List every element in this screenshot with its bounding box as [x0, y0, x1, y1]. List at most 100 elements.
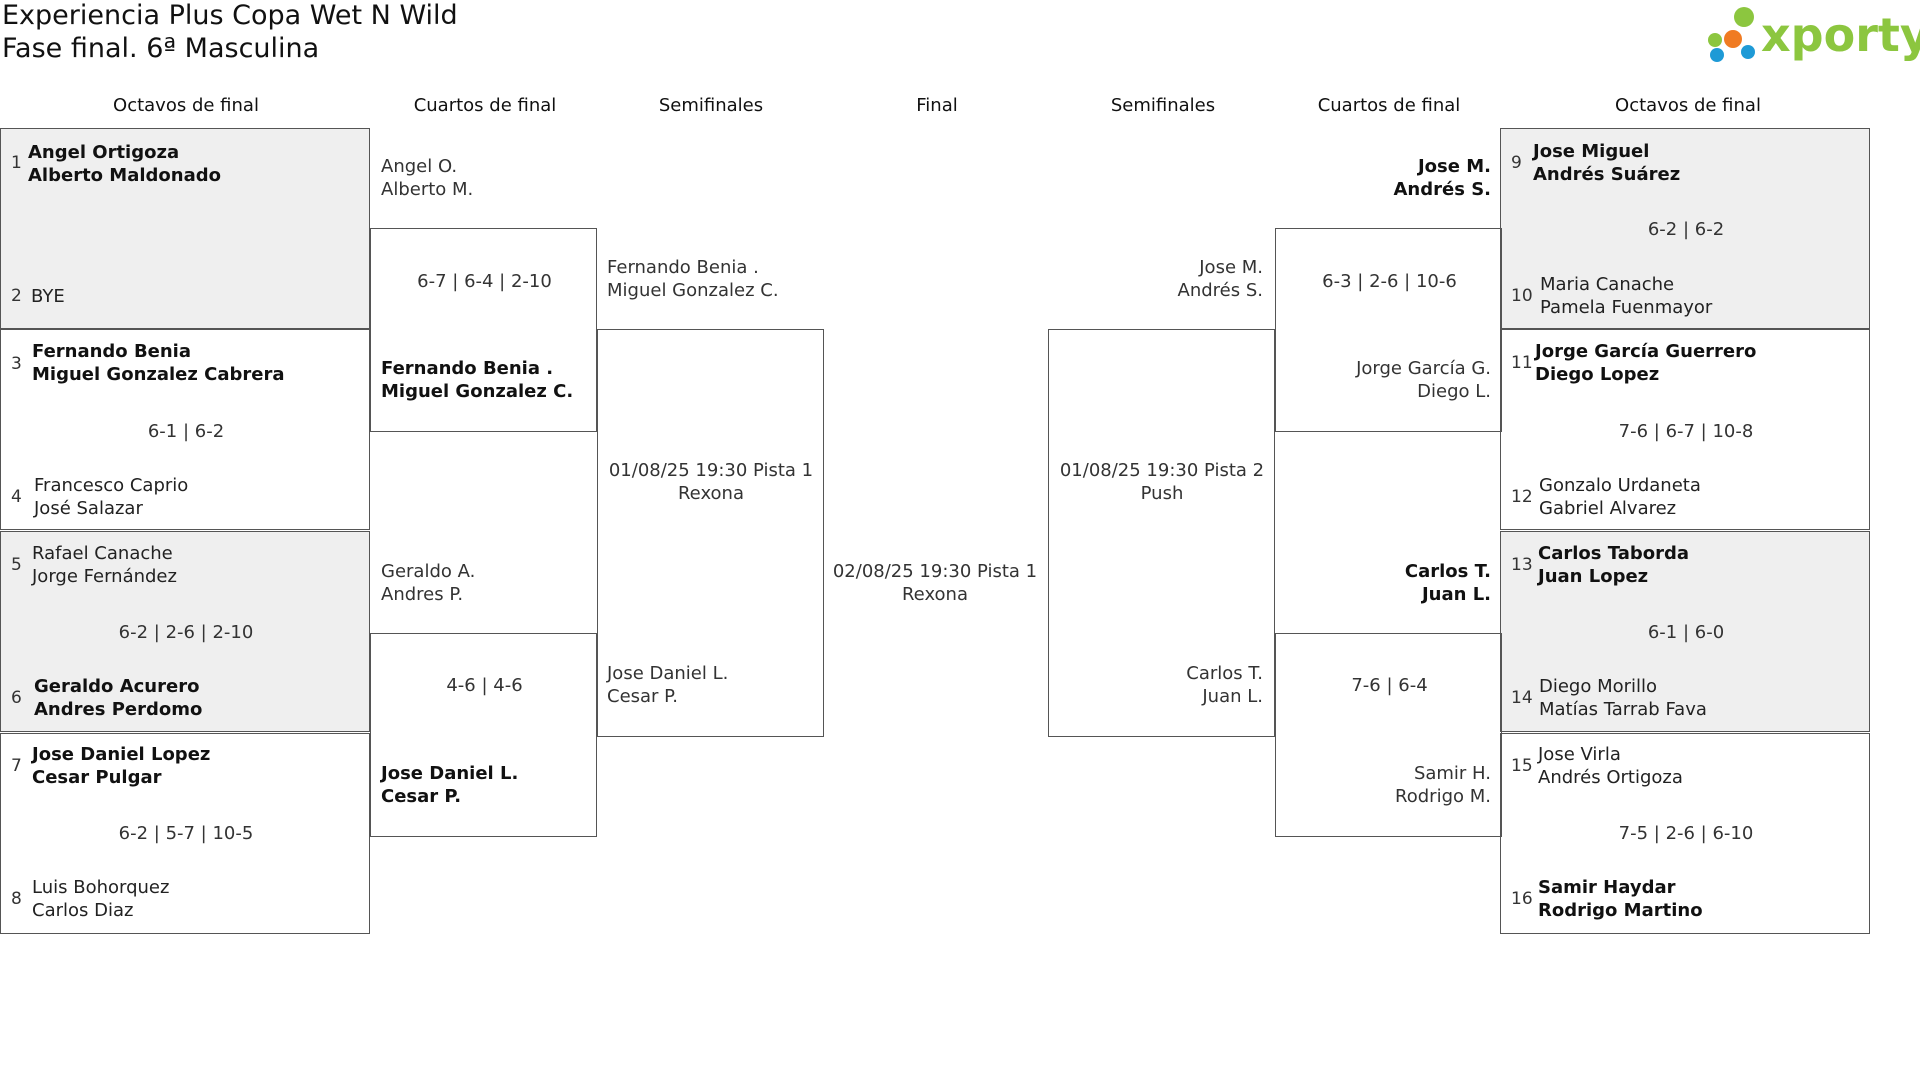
seed-number: 11 — [1511, 353, 1533, 373]
match-card-right-r16-4[interactable]: 15 Jose Virla Andrés Ortigoza 7-5 | 2-6 … — [1500, 733, 1870, 934]
right-sf-team-b: Carlos T. Juan L. — [1100, 662, 1263, 708]
player-name: Diego L. — [1417, 381, 1491, 402]
player-name: Geraldo Acurero — [34, 676, 200, 697]
player-name: Angel O. — [381, 156, 458, 177]
player-name: Jose Daniel L. — [381, 763, 519, 784]
tournament-title: Experiencia Plus Copa Wet N Wild — [2, 0, 458, 31]
col-head-right-qf: Cuartos de final — [1317, 95, 1461, 116]
match-card-left-r16-3[interactable]: 5 Rafael Canache Jorge Fernández 6-2 | 2… — [0, 531, 370, 732]
player-name: Andres P. — [381, 584, 464, 605]
player-name: Diego Lopez — [1535, 364, 1660, 385]
match-connector-left-sf[interactable]: 01/08/25 19:30 Pista 1 Rexona — [597, 329, 824, 737]
player-name: Fernando Benia . — [381, 358, 554, 379]
team-a: Carlos Taborda Juan Lopez — [1538, 542, 1689, 588]
left-qf2-team-b: Jose Daniel L. Cesar P. — [381, 762, 518, 808]
team-a: Rafael Canache Jorge Fernández — [32, 542, 177, 588]
player-name: Andrés Suárez — [1533, 164, 1681, 185]
team-a: Jorge García Guerrero Diego Lopez — [1535, 340, 1756, 386]
player-name: Jose M. — [1199, 257, 1263, 278]
player-name: Andrés S. — [1393, 179, 1492, 200]
match-score: 6-1 | 6-2 — [147, 421, 225, 442]
player-name: Alberto M. — [381, 179, 474, 200]
player-name: BYE — [31, 286, 65, 307]
seed-number: 1 — [11, 153, 22, 173]
seed-number: 16 — [1511, 889, 1533, 909]
player-name: Carlos T. — [1404, 561, 1491, 582]
left-sf-team-a: Fernando Benia . Miguel Gonzalez C. — [607, 256, 779, 302]
col-head-right-r16: Octavos de final — [1615, 95, 1761, 116]
seed-number: 8 — [11, 889, 22, 909]
col-head-left-qf: Cuartos de final — [413, 95, 557, 116]
seed-number: 3 — [11, 354, 22, 374]
match-card-left-r16-2[interactable]: 3 Fernando Benia Miguel Gonzalez Cabrera… — [0, 329, 370, 530]
logo-dot-green — [1734, 7, 1754, 27]
seed-number: 12 — [1511, 487, 1533, 507]
phase-subtitle: Fase final. 6ª Masculina — [2, 33, 320, 64]
player-name: Rodrigo M. — [1395, 786, 1491, 807]
player-name: Rodrigo Martino — [1538, 900, 1703, 921]
player-name: Carlos T. — [1186, 663, 1263, 684]
logo-dot-orange — [1724, 30, 1742, 48]
seed-number: 14 — [1511, 688, 1533, 708]
match-sponsor: Rexona — [901, 584, 968, 605]
player-name: Cesar P. — [381, 786, 462, 807]
logo-dot-blue-right — [1741, 45, 1755, 59]
player-name: Pamela Fuenmayor — [1540, 297, 1713, 318]
left-qf2-team-a: Geraldo A. Andres P. — [381, 560, 475, 606]
player-name: Geraldo A. — [381, 561, 476, 582]
match-card-right-r16-3[interactable]: 13 Carlos Taborda Juan Lopez 6-1 | 6-0 1… — [1500, 531, 1870, 732]
player-name: Juan L. — [1421, 584, 1491, 605]
team-a: Jose Daniel Lopez Cesar Pulgar — [32, 743, 210, 789]
match-card-right-r16-2[interactable]: 11 Jorge García Guerrero Diego Lopez 7-6… — [1500, 329, 1870, 530]
logo-dot-green-small — [1708, 33, 1722, 47]
player-name: Jose Daniel L. — [607, 663, 729, 684]
team-b: Diego Morillo Matías Tarrab Fava — [1539, 675, 1707, 721]
player-name: Rafael Canache — [32, 543, 173, 564]
match-card-left-r16-4[interactable]: 7 Jose Daniel Lopez Cesar Pulgar 6-2 | 5… — [0, 733, 370, 934]
match-connector-right-qf1[interactable]: 6-3 | 2-6 | 10-6 — [1275, 228, 1502, 432]
col-head-final: Final — [916, 95, 958, 116]
team-b: BYE — [31, 285, 65, 308]
player-name: Andres Perdomo — [34, 699, 203, 720]
player-name: Jorge García G. — [1356, 358, 1491, 379]
right-qf2-team-b: Samir H. Rodrigo M. — [1300, 762, 1491, 808]
team-b: Samir Haydar Rodrigo Martino — [1538, 876, 1703, 922]
seed-number: 6 — [11, 688, 22, 708]
seed-number: 15 — [1511, 756, 1533, 776]
player-name: Andrés Ortigoza — [1538, 767, 1683, 788]
player-name: José Salazar — [34, 498, 143, 519]
match-score: 6-7 | 6-4 | 2-10 — [417, 271, 552, 292]
match-connector-left-qf1[interactable]: 6-7 | 6-4 | 2-10 — [370, 228, 597, 432]
match-schedule: 01/08/25 19:30 Pista 2 — [1059, 460, 1265, 481]
team-b: Luis Bohorquez Carlos Diaz — [32, 876, 169, 922]
match-sponsor: Push — [1140, 483, 1184, 504]
player-name: Fernando Benia — [32, 341, 192, 362]
right-sf-team-a: Jose M. Andrés S. — [1100, 256, 1263, 302]
player-name: Andrés S. — [1177, 280, 1263, 301]
player-name: Gabriel Alvarez — [1539, 498, 1677, 519]
team-a: Jose Miguel Andrés Suárez — [1533, 140, 1680, 186]
match-connector-right-qf2[interactable]: 7-6 | 6-4 — [1275, 633, 1502, 837]
match-info: 01/08/25 19:30 Pista 1 Rexona — [601, 459, 821, 505]
match-connector-left-qf2[interactable]: 4-6 | 4-6 — [370, 633, 597, 837]
match-connector-right-sf[interactable]: 01/08/25 19:30 Pista 2 Push — [1048, 329, 1275, 737]
left-qf1-team-a: Angel O. Alberto M. — [381, 155, 473, 201]
match-card-right-r16-1[interactable]: 9 Jose Miguel Andrés Suárez 6-2 | 6-2 10… — [1500, 128, 1870, 329]
seed-number: 13 — [1511, 555, 1533, 575]
match-score: 6-2 | 6-2 — [1647, 219, 1725, 240]
col-head-left-sf: Semifinales — [658, 95, 764, 116]
match-score: 6-2 | 5-7 | 10-5 — [118, 823, 254, 844]
match-score: 6-2 | 2-6 | 2-10 — [118, 622, 254, 643]
player-name: Angel Ortigoza — [28, 142, 180, 163]
player-name: Cesar P. — [607, 686, 678, 707]
player-name: Miguel Gonzalez Cabrera — [32, 364, 285, 385]
player-name: Gonzalo Urdaneta — [1539, 475, 1701, 496]
seed-number: 10 — [1511, 286, 1533, 306]
xporty-logo: xporty — [1708, 7, 1920, 62]
match-info: 01/08/25 19:30 Pista 2 Push — [1052, 459, 1272, 505]
final-match-info[interactable]: 02/08/25 19:30 Pista 1 Rexona — [825, 560, 1045, 606]
match-card-left-r16-1[interactable]: 1 Angel Ortigoza Alberto Maldonado 2 BYE — [0, 128, 370, 329]
player-name: Samir Haydar — [1538, 877, 1676, 898]
match-sponsor: Rexona — [677, 483, 744, 504]
